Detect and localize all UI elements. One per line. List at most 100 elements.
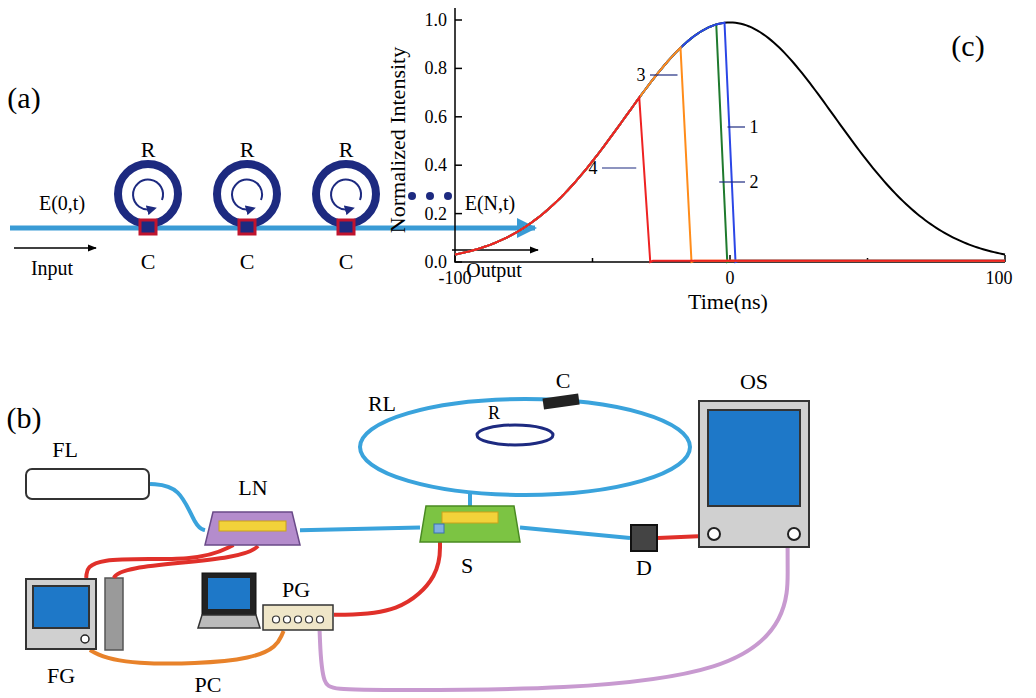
ring-outline: [217, 164, 277, 224]
tick: [455, 261, 462, 263]
tick: [455, 19, 462, 21]
cable: [334, 542, 440, 615]
curve-number: 4: [589, 159, 598, 177]
pulse-generator-symbol: [262, 604, 334, 631]
part-label: Output: [466, 260, 522, 280]
axis-title: Normalized Intensity: [387, 47, 409, 233]
instrument-label: S: [461, 555, 473, 577]
modulator-symbol: [205, 512, 300, 545]
generator-symbol: [25, 578, 97, 650]
part-label: C: [141, 251, 156, 273]
tick-label: 0.6: [425, 108, 448, 126]
modulator: LN: [205, 512, 300, 545]
instrument-label: FL: [52, 439, 78, 461]
coupler: [542, 394, 579, 410]
leader-line: [719, 181, 745, 182]
cable: [320, 548, 788, 690]
tick-label: 0.2: [425, 205, 448, 223]
laser: FL: [25, 468, 150, 500]
instrument-label: D: [636, 557, 652, 579]
tick-label: 0: [726, 269, 735, 287]
tick-label: 0.8: [425, 59, 448, 77]
part-label: R: [141, 139, 156, 161]
leader-line: [650, 74, 678, 75]
part-label: R: [240, 139, 255, 161]
pulse-curve: [455, 48, 1005, 262]
instrument-label: PC: [195, 674, 222, 696]
axis-title: Time(ns): [688, 291, 768, 313]
detector-symbol: [630, 524, 658, 552]
tick: [455, 68, 462, 70]
ring: [118, 164, 178, 234]
circulation-arrow: [133, 180, 163, 210]
optical-fiber: [300, 528, 420, 531]
part-label: R: [488, 404, 500, 422]
curve-number: 1: [750, 118, 759, 136]
ring: [217, 164, 277, 234]
ring-outline: [316, 164, 376, 224]
generator: FG: [25, 578, 97, 650]
cable: [90, 631, 284, 664]
instrument-label: FG: [47, 665, 75, 687]
curve-number: 3: [637, 66, 646, 84]
part-label: C: [339, 251, 354, 273]
circulation-arrow: [232, 180, 262, 210]
output-arrow: [452, 249, 538, 251]
tick-label: 0.4: [425, 156, 448, 174]
instrument-label: PG: [282, 579, 310, 601]
instrument-label: LN: [238, 477, 267, 499]
detector: D: [630, 524, 658, 552]
tick: [455, 213, 462, 215]
optical-fiber: [150, 484, 205, 530]
ellipsis-dots: [408, 192, 452, 200]
switch: S: [420, 506, 520, 542]
panel-label: (c): [951, 31, 984, 61]
tick: [455, 164, 462, 166]
tick-label: 100: [986, 269, 1013, 287]
cable: [658, 536, 698, 538]
leader-line: [602, 167, 636, 168]
amplifier-box: [105, 578, 123, 650]
laser-symbol: [25, 468, 150, 500]
circulation-arrow: [331, 180, 361, 210]
switch-symbol: [420, 506, 520, 542]
tick-label: -100: [439, 269, 472, 287]
optical-fiber: [520, 528, 630, 538]
chart: [455, 8, 1005, 262]
coupler-square: [140, 220, 156, 234]
pulse-curve: [455, 23, 1005, 262]
pulse-generator: PG: [262, 604, 334, 631]
input-arrow: [14, 247, 96, 249]
panel-label: (a): [7, 83, 40, 113]
part-label: Input: [31, 258, 73, 278]
curve-number: 2: [750, 173, 759, 191]
instrument-label: OS: [740, 371, 768, 393]
tick: [454, 255, 456, 262]
part-label: C: [556, 370, 571, 392]
part-label: E(N,t): [465, 193, 516, 213]
waveguide: [10, 226, 535, 231]
pulse-curve: [455, 98, 1005, 262]
ring-chain: [118, 164, 376, 234]
coupler-square: [338, 220, 354, 234]
tick: [592, 258, 594, 262]
tick-label: 1.0: [425, 11, 448, 29]
axes: [455, 8, 1005, 262]
panel-label: (b): [7, 403, 42, 433]
scope-symbol: [698, 400, 810, 548]
part-label: RL: [368, 393, 396, 415]
part-label: E(0,t): [39, 193, 85, 213]
ring: [316, 164, 376, 234]
computer: PC: [198, 572, 260, 630]
part-label: R: [339, 139, 354, 161]
fiber-loop: [360, 399, 690, 495]
ring-resonator: [477, 425, 553, 445]
part-label: C: [240, 251, 255, 273]
tick: [455, 116, 462, 118]
coupler-square: [239, 220, 255, 234]
leader-line: [728, 126, 746, 127]
ring-outline: [118, 164, 178, 224]
computer-symbol: [198, 572, 260, 630]
